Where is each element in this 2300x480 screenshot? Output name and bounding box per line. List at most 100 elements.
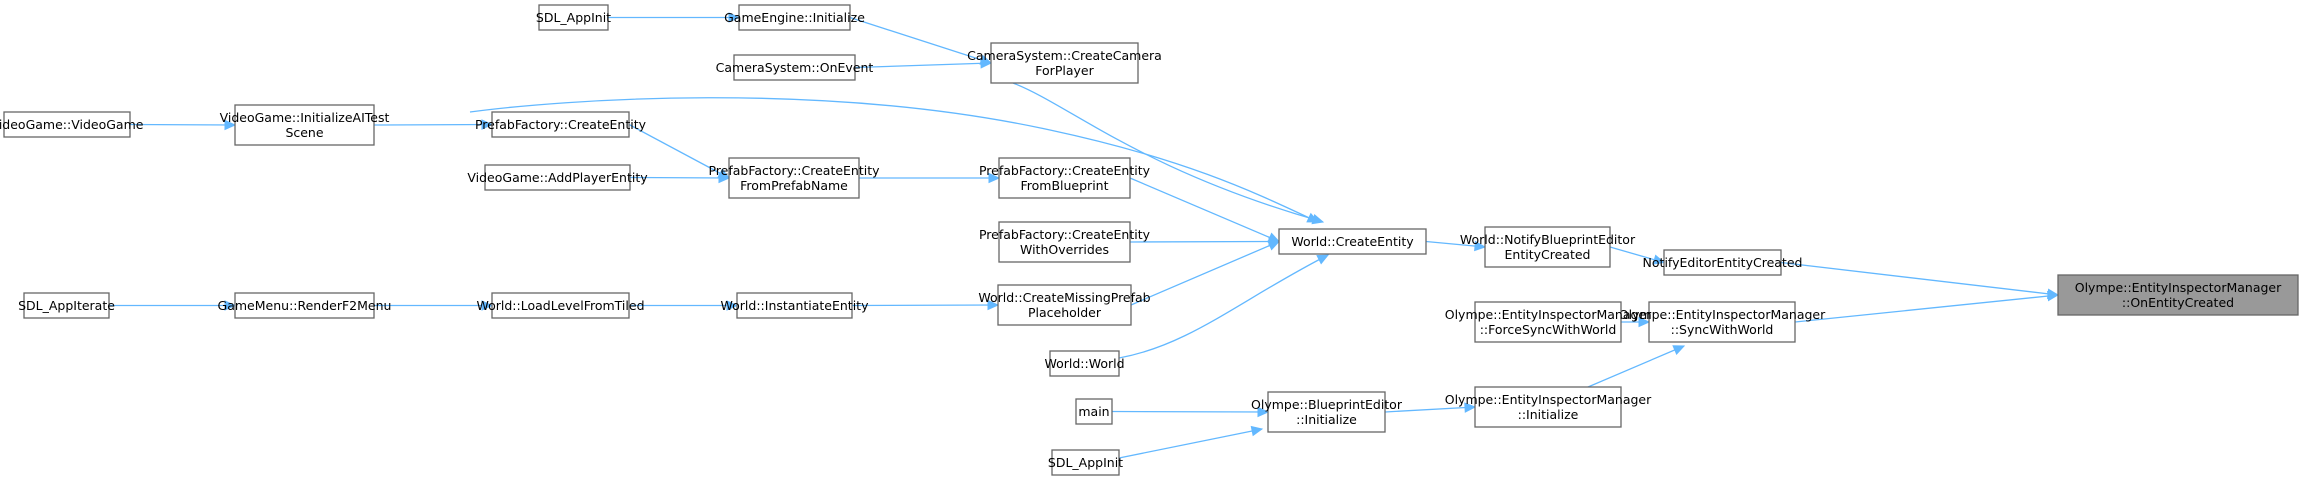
node-box — [234, 292, 375, 319]
graph-node-sdl-app-init2[interactable]: SDL_AppInit — [1048, 449, 1123, 476]
node-label-line: Olympe::BlueprintEditor — [1251, 397, 1403, 412]
edge-line — [1118, 254, 1329, 359]
graph-node-sdl-app-iterate[interactable]: SDL_AppIterate — [18, 292, 115, 319]
edge-line — [1129, 240, 1280, 243]
edge-vg-init-aitest-to-pf-create-entity — [373, 119, 494, 130]
node-label-line: World::InstantiateEntity — [721, 298, 870, 313]
node-box — [990, 42, 1139, 84]
graph-node-game-engine-init[interactable]: GameEngine::Initialize — [724, 4, 865, 31]
node-label-line: Scene — [285, 125, 323, 140]
graph-node-sync-with-world[interactable]: Olympe::EntityInspectorManager::SyncWith… — [1619, 301, 1826, 343]
edge-sync-with-world-to-root — [1794, 290, 2060, 323]
edge-pf-create-entity-to-world-create-entity — [469, 97, 1320, 223]
arrowhead-icon — [1474, 240, 1487, 252]
arrowhead-icon — [224, 300, 237, 311]
graph-node-sdl-app-init1[interactable]: SDL_AppInit — [536, 4, 611, 31]
graph-node-eim-initialize[interactable]: Olympe::EntityInspectorManager::Initiali… — [1445, 386, 1652, 428]
graph-node-bp-editor-init[interactable]: Olympe::BlueprintEditor::Initialize — [1251, 391, 1403, 433]
node-label-line: PrefabFactory::CreateEntity — [979, 163, 1151, 178]
edge-sdl-app-init2-to-bp-editor-init — [1118, 425, 1264, 459]
node-label-line: PrefabFactory::CreateEntity — [979, 227, 1151, 242]
node-label-line: Placeholder — [1028, 305, 1102, 320]
graph-node-cam-on-event[interactable]: CameraSystem::OnEvent — [716, 54, 874, 81]
node-label-line: NotifyEditorEntityCreated — [1643, 255, 1803, 270]
arrowhead-icon — [481, 119, 494, 130]
edge-line — [129, 123, 236, 126]
edge-line — [851, 304, 999, 307]
edge-pf-create-from-prefab-name-to-pf-create-from-blueprint — [859, 172, 1001, 184]
node-box — [23, 292, 110, 319]
arrowhead-icon — [987, 299, 1000, 311]
edge-world-create-missing-to-world-create-entity — [1130, 240, 1281, 306]
node-label-line: VideoGame::AddPlayerEntity — [467, 170, 648, 185]
graph-node-world-load-level[interactable]: World::LoadLevelFromTiled — [476, 292, 645, 319]
graph-node-notify-editor[interactable]: NotifyEditorEntityCreated — [1643, 249, 1803, 276]
node-label-line: Olympe::EntityInspectorManager — [1445, 392, 1652, 407]
node-box — [1663, 249, 1782, 276]
node-box — [1051, 449, 1120, 476]
edge-line — [1118, 428, 1263, 459]
edge-world-world-to-world-create-entity — [1118, 254, 1330, 359]
node-label-line: CameraSystem::CreateCamera — [967, 48, 1162, 63]
edge-bp-editor-init-to-eim-initialize — [1384, 402, 1477, 413]
graph-node-vg-video-game[interactable]: VideoGame::VideoGame — [0, 111, 144, 138]
node-label-line: SDL_AppIterate — [18, 298, 115, 313]
node-label-line: main — [1078, 404, 1109, 419]
graph-node-world-notify-bp[interactable]: World::NotifyBlueprintEditorEntityCreate… — [1460, 226, 1636, 268]
graph-root-node[interactable]: Olympe::EntityInspectorManager::OnEntity… — [2057, 274, 2299, 316]
edge-cam-on-event-to-cam-create-for-player — [854, 58, 993, 69]
edge-line — [1012, 82, 1324, 223]
edge-world-create-entity-to-world-notify-bp — [1425, 240, 1487, 252]
edge-game-menu-render-to-world-load-level — [374, 300, 494, 311]
nodes-layer: Olympe::EntityInspectorManager::OnEntity… — [0, 4, 2299, 476]
node-box — [1278, 228, 1427, 255]
node-label-line: ::OnEntityCreated — [2122, 295, 2234, 310]
node-box — [3, 111, 131, 138]
arrowhead-icon — [481, 300, 494, 311]
edge-vg-video-game-to-vg-init-aitest — [129, 119, 237, 131]
node-box — [491, 111, 630, 138]
graph-node-game-menu-render[interactable]: GameMenu::RenderF2Menu — [218, 292, 392, 319]
node-box — [728, 157, 860, 199]
node-label-line: ::Initialize — [1518, 407, 1579, 422]
edge-sdl-app-iterate-to-game-menu-render — [109, 300, 237, 311]
graph-node-world-create-entity[interactable]: World::CreateEntity — [1278, 228, 1427, 255]
node-label-line: FromBlueprint — [1020, 178, 1108, 193]
graph-node-pf-create-from-prefab-name[interactable]: PrefabFactory::CreateEntityFromPrefabNam… — [708, 157, 880, 199]
node-label-line: PrefabFactory::CreateEntity — [475, 117, 647, 132]
edge-sdl-app-init1-to-game-engine-init — [608, 12, 741, 23]
node-label-line: VideoGame::VideoGame — [0, 117, 144, 132]
node-box — [2057, 274, 2299, 316]
node-box — [1075, 398, 1113, 425]
node-box — [997, 284, 1132, 326]
graph-node-world-instantiate[interactable]: World::InstantiateEntity — [721, 292, 870, 319]
node-label-line: GameMenu::RenderF2Menu — [218, 298, 392, 313]
node-box — [1484, 226, 1611, 268]
arrowhead-icon — [726, 300, 739, 311]
edge-eim-initialize-to-sync-with-world — [1587, 345, 1686, 388]
arrowhead-icon — [2047, 290, 2060, 302]
edge-line — [1384, 406, 1476, 413]
edge-line — [1129, 177, 1280, 243]
node-label-line: EntityCreated — [1505, 247, 1591, 262]
edge-line — [629, 176, 730, 179]
edge-pf-create-from-blueprint-to-world-create-entity — [1129, 177, 1281, 243]
graph-node-world-world[interactable]: World::World — [1044, 350, 1125, 377]
arrowhead-icon — [1250, 425, 1264, 437]
edge-line — [849, 16, 992, 64]
graph-node-vg-add-player[interactable]: VideoGame::AddPlayerEntity — [467, 164, 648, 191]
node-label-line: SDL_AppInit — [1048, 455, 1123, 470]
node-box — [998, 221, 1131, 263]
node-box — [1049, 350, 1120, 377]
graph-node-pf-create-entity[interactable]: PrefabFactory::CreateEntity — [475, 111, 647, 138]
graph-node-main[interactable]: main — [1075, 398, 1113, 425]
edge-line — [373, 123, 493, 126]
graph-node-force-sync[interactable]: Olympe::EntityInspectorManager::ForceSyn… — [1445, 301, 1652, 343]
arrowhead-icon — [1672, 345, 1686, 355]
